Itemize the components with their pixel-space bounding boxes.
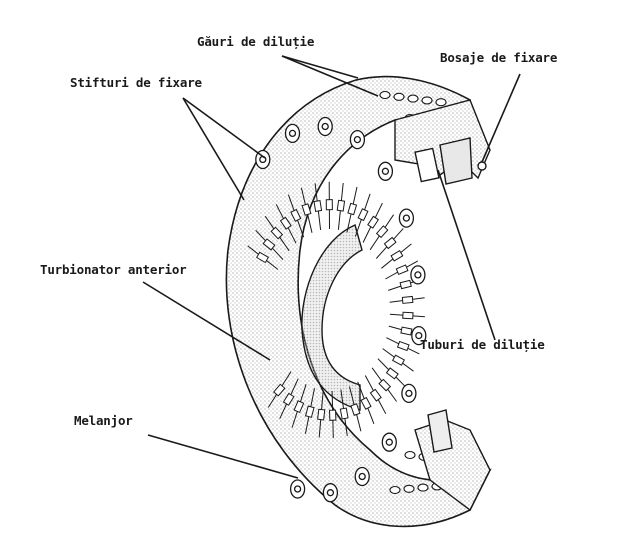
- fixing-pin-center: [354, 137, 360, 143]
- swirler-slot: [337, 200, 344, 211]
- swirler-slot: [398, 341, 409, 350]
- dilution-hole: [418, 484, 428, 491]
- dilution-hole: [405, 452, 415, 459]
- swirler-slot: [396, 265, 408, 274]
- swirler-slot: [330, 410, 336, 420]
- swirler-slot: [391, 251, 403, 261]
- leader-fixing-pins-2: [183, 98, 265, 158]
- label-fixing-pins: Stifturi de fixare: [70, 75, 202, 90]
- dilution-hole: [408, 95, 418, 102]
- dilution-hole: [422, 97, 432, 104]
- swirler-slot: [379, 379, 390, 390]
- dilution-hole: [394, 93, 404, 100]
- swirler-slot: [361, 398, 371, 410]
- fixing-pin-center: [406, 390, 412, 396]
- leader-dilution-tubes: [438, 170, 495, 340]
- fixing-pin-center: [322, 124, 328, 130]
- dilution-hole: [436, 99, 446, 106]
- label-dilution-holes: Găuri de diluție: [197, 34, 314, 49]
- swirler-slot: [401, 327, 412, 335]
- leader-fixing-bosses: [482, 74, 520, 162]
- fixing-pin-center: [290, 130, 296, 136]
- dilution-hole: [404, 485, 414, 492]
- swirler-slot: [340, 408, 348, 419]
- fixing-pin-center: [403, 215, 409, 221]
- swirler-slot: [318, 409, 325, 420]
- fixing-pin-center: [382, 168, 388, 174]
- swirler-slot: [370, 389, 381, 401]
- swirler-slot: [368, 216, 379, 228]
- fixing-pin-center: [327, 490, 333, 496]
- leader-mixer: [148, 435, 298, 478]
- fixing-pin-center: [386, 439, 392, 445]
- fixing-pin-center: [415, 272, 421, 278]
- leader-fixing-pins-1: [183, 98, 244, 200]
- swirler-slot: [402, 296, 413, 303]
- swirler-slot: [358, 209, 368, 221]
- swirler-slot: [348, 203, 357, 214]
- label-mixer: Melanjor: [74, 413, 133, 428]
- fixing-pin-center: [359, 474, 365, 480]
- leader-dilution-holes-1: [282, 56, 358, 78]
- dilution-hole: [390, 487, 400, 494]
- dilution-hole: [380, 92, 390, 99]
- label-fixing-bosses: Bosaje de fixare: [440, 50, 557, 65]
- swirler-slot: [314, 201, 321, 212]
- label-dilution-tubes: Tuburi de diluție: [420, 337, 545, 352]
- swirler-slot: [377, 226, 388, 237]
- swirler-slot: [393, 355, 405, 365]
- label-front-swirler: Turbionator anterior: [40, 262, 187, 277]
- swirler-slot: [326, 200, 332, 210]
- swirler-slot: [400, 280, 411, 288]
- fixing-pin-center: [295, 486, 301, 492]
- swirler-slot: [403, 312, 413, 319]
